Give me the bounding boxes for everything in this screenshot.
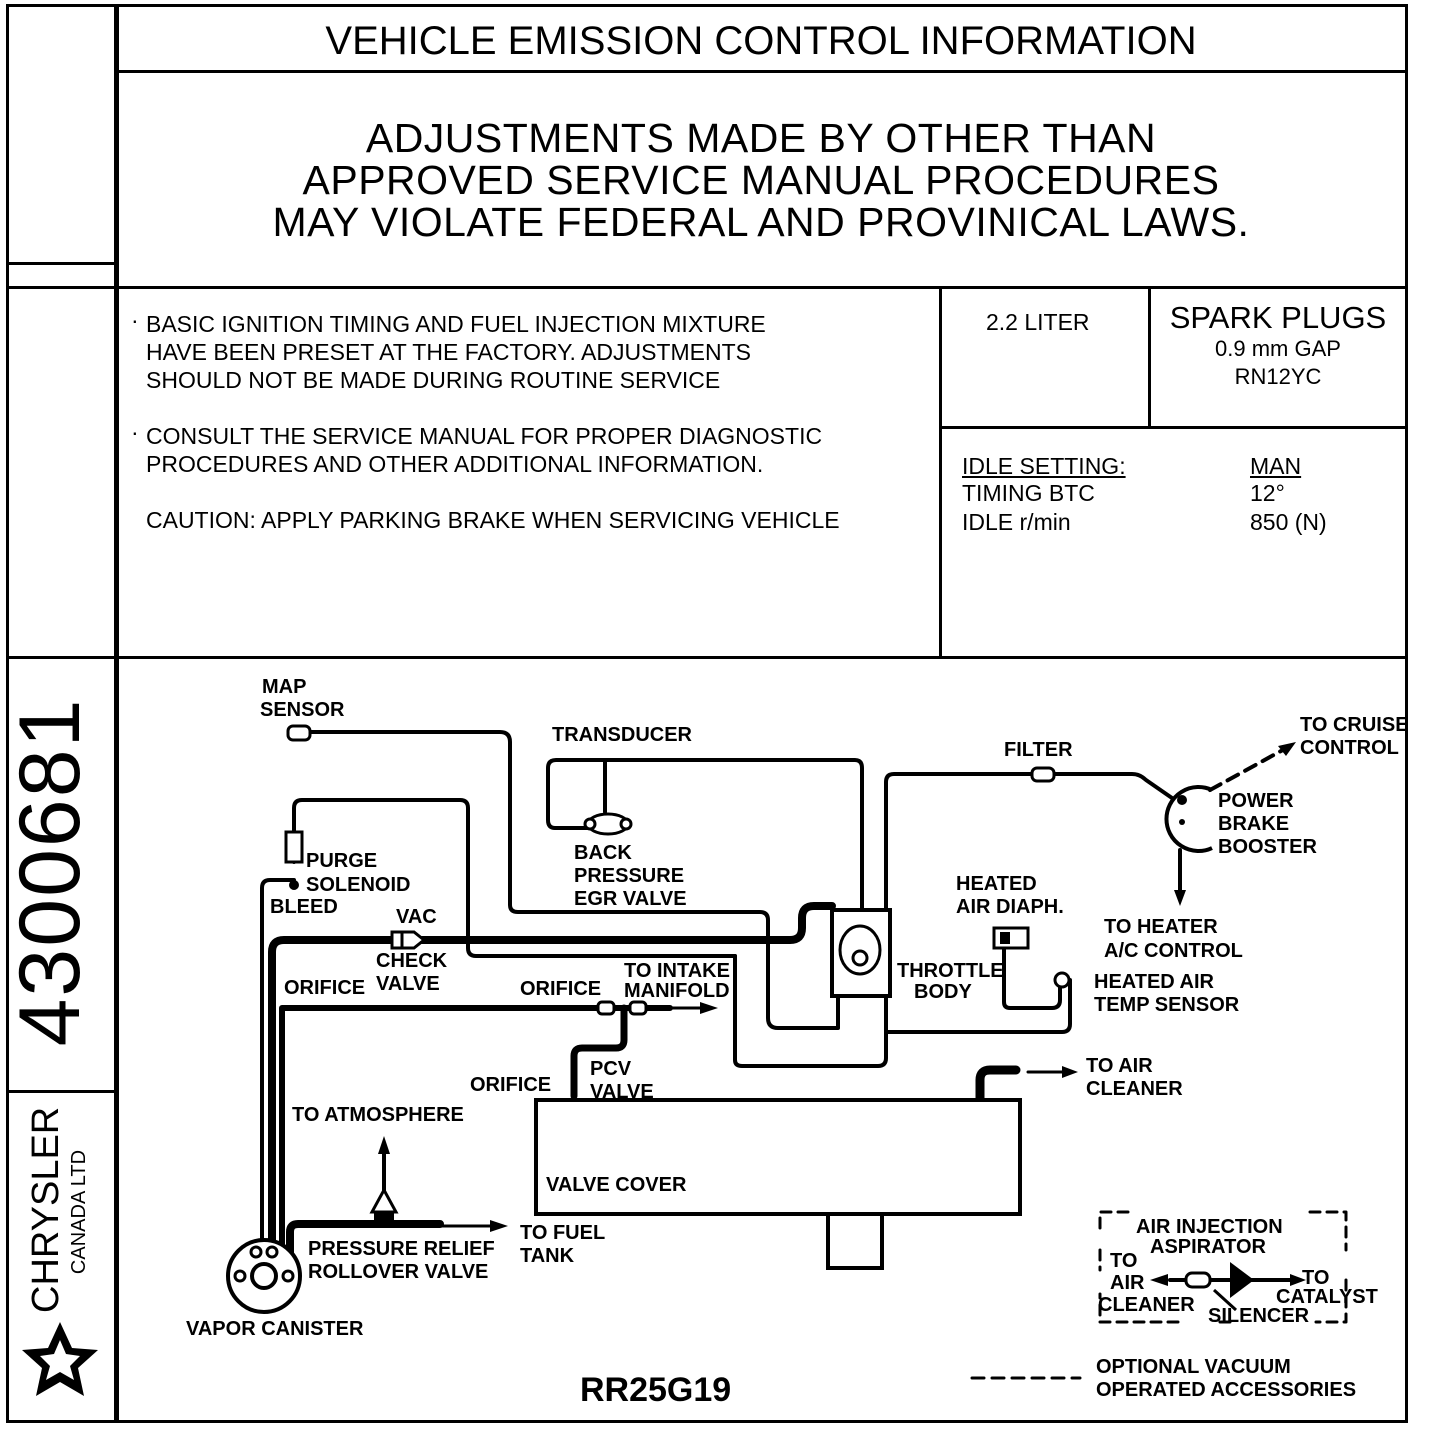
spark-plugs-title: SPARK PLUGS — [1169, 300, 1387, 335]
strip-divider-2 — [6, 1090, 116, 1093]
heated-air-temp-label-1: HEATED AIR — [1094, 971, 1214, 993]
bullet-mark: · — [131, 307, 139, 333]
vac-label: VAC — [396, 906, 437, 928]
warning-line-2: APPROVED SERVICE MANUAL PROCEDURES — [302, 157, 1220, 203]
pcv-valve-label-1: PCV — [590, 1058, 632, 1080]
check-valve-label-1: CHECK — [376, 950, 448, 972]
back-pressure-label-3: EGR VALVE — [574, 888, 687, 910]
map-sensor-label-1: MAP — [262, 676, 307, 698]
outer-border-right — [1405, 4, 1408, 1423]
silencer-label: SILENCER — [1208, 1305, 1310, 1327]
idle-column-man: MAN — [1250, 453, 1302, 479]
info-divider — [6, 656, 1408, 659]
optional-accessories-label-1: OPTIONAL VACUUM — [1096, 1356, 1291, 1378]
to-atmosphere-label: TO ATMOSPHERE — [292, 1104, 464, 1126]
orifice-label: ORIFICE — [284, 977, 366, 999]
purge-label-2: SOLENOID — [306, 874, 411, 896]
notes-right-divider — [939, 286, 942, 659]
throttle-body-label-2: BODY — [914, 981, 972, 1003]
air-injection-label-1: AIR INJECTION — [1136, 1216, 1283, 1238]
back-pressure-label-2: PRESSURE — [574, 865, 685, 887]
outer-border-left — [6, 4, 9, 1423]
strip-divider-1 — [6, 262, 116, 265]
throttle-body-label-1: THROTTLE — [897, 960, 1004, 982]
outer-border-bottom — [6, 1420, 1408, 1423]
note-1-line-2: HAVE BEEN PRESET AT THE FACTORY. ADJUSTM… — [146, 339, 751, 365]
to-catalyst-label-2: CATALYST — [1276, 1286, 1378, 1308]
orifice-label: ORIFICE — [520, 978, 602, 1000]
check-valve-label-2: VALVE — [376, 973, 440, 995]
to-cruise-label-2: CONTROL — [1300, 737, 1399, 759]
to-heater-label-2: A/C CONTROL — [1104, 940, 1243, 962]
purge-label-1: PURGE — [306, 850, 378, 872]
spark-plug-type: RN12YC — [1234, 364, 1322, 389]
caution-note: CAUTION: APPLY PARKING BRAKE WHEN SERVIC… — [146, 507, 840, 533]
pressure-relief-label-1: PRESSURE RELIEF — [308, 1238, 495, 1260]
title-divider — [114, 70, 1408, 73]
heated-air-diaph-label-1: HEATED — [956, 873, 1037, 895]
to-intake-label-2: MANIFOLD — [624, 980, 730, 1002]
filter-label: FILTER — [1004, 739, 1073, 761]
warning-divider — [6, 286, 1408, 289]
vapor-canister-label: VAPOR CANISTER — [186, 1318, 364, 1340]
aspirator-to-air-cleaner-label-2: AIR — [1110, 1272, 1145, 1294]
heated-air-temp-label-2: TEMP SENSOR — [1094, 994, 1240, 1016]
spec-horizontal-divider — [939, 426, 1408, 429]
aspirator-to-air-cleaner-label-1: TO — [1110, 1250, 1138, 1272]
heated-air-diaph-label-2: AIR DIAPH. — [956, 896, 1064, 918]
spec-mid-divider — [1148, 286, 1151, 426]
booster-label-1: POWER — [1218, 790, 1294, 812]
pentastar-logo — [22, 1322, 98, 1396]
to-air-cleaner-label-2: CLEANER — [1086, 1078, 1183, 1100]
pcv-valve-label-2: VALVE — [590, 1081, 654, 1103]
spark-plug-gap: 0.9 mm GAP — [1215, 336, 1341, 361]
optional-accessories-label-2: OPERATED ACCESSORIES — [1096, 1379, 1357, 1401]
warning-line-1: ADJUSTMENTS MADE BY OTHER THAN — [365, 115, 1157, 161]
transducer-label: TRANSDUCER — [552, 724, 692, 746]
note-1-line-1: BASIC IGNITION TIMING AND FUEL INJECTION… — [146, 311, 766, 337]
to-intake-label-1: TO INTAKE — [624, 960, 730, 982]
idle-row-value: 12° — [1250, 480, 1285, 506]
orifice-label: ORIFICE — [470, 1074, 552, 1096]
diagram-code: RR25G19 — [580, 1371, 732, 1409]
to-catalyst-label-1: TO — [1302, 1267, 1330, 1289]
air-injection-label-2: ASPIRATOR — [1150, 1236, 1266, 1258]
page-title: VEHICLE EMISSION CONTROL INFORMATION — [325, 19, 1197, 63]
booster-label-3: BOOSTER — [1218, 836, 1317, 858]
idle-row-label: IDLE r/min — [962, 509, 1071, 535]
bullet-mark: · — [131, 419, 139, 445]
back-pressure-label-1: BACK — [574, 842, 632, 864]
left-strip-divider — [114, 4, 119, 1423]
to-cruise-label-1: TO CRUISE — [1300, 714, 1409, 736]
note-2-line-2: PROCEDURES AND OTHER ADDITIONAL INFORMAT… — [146, 451, 764, 477]
bleed-label: BLEED — [270, 896, 338, 918]
to-heater-label-1: TO HEATER — [1104, 916, 1218, 938]
engine-displacement: 2.2 LITER — [986, 309, 1090, 335]
warning-line-3: MAY VIOLATE FEDERAL AND PROVINICAL LAWS. — [272, 199, 1250, 245]
idle-row-value: 850 (N) — [1250, 509, 1327, 535]
map-sensor-label-2: SENSOR — [260, 699, 345, 721]
note-1-line-3: SHOULD NOT BE MADE DURING ROUTINE SERVIC… — [146, 367, 721, 393]
valve-cover-label: VALVE COVER — [546, 1174, 687, 1196]
outer-border-top — [6, 4, 1408, 7]
aspirator-to-air-cleaner-label-3: CLEANER — [1098, 1294, 1195, 1316]
to-fuel-tank-label-1: TO FUEL — [520, 1222, 606, 1244]
booster-label-2: BRAKE — [1218, 813, 1290, 835]
idle-setting-heading: IDLE SETTING: — [962, 453, 1126, 479]
idle-row-label: TIMING BTC — [962, 480, 1095, 506]
pressure-relief-label-2: ROLLOVER VALVE — [308, 1261, 489, 1283]
to-fuel-tank-label-2: TANK — [520, 1245, 575, 1267]
note-2-line-1: CONSULT THE SERVICE MANUAL FOR PROPER DI… — [146, 423, 823, 449]
to-air-cleaner-label-1: TO AIR — [1086, 1055, 1153, 1077]
